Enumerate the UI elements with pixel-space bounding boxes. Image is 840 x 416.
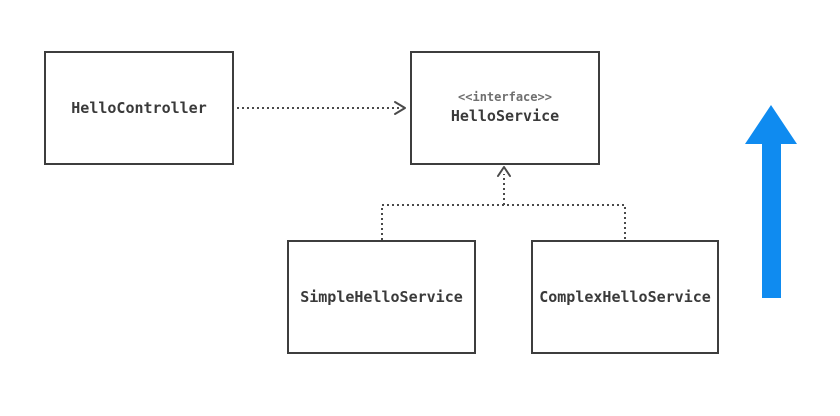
dependency-arrowhead-icon <box>394 101 406 115</box>
node-label: HelloService <box>450 107 560 126</box>
node-label: HelloController <box>71 98 207 117</box>
up-arrow-icon <box>745 105 797 298</box>
node-label: SimpleHelloService <box>300 287 463 306</box>
node-label: ComplexHelloService <box>539 287 711 306</box>
node-stereotype: <<interface>> <box>458 90 552 105</box>
node-simple-hello-service: SimpleHelloService <box>287 240 476 354</box>
realization-arrowhead-icon <box>497 166 511 177</box>
node-complex-hello-service: ComplexHelloService <box>531 240 719 354</box>
node-hello-controller: HelloController <box>44 51 234 165</box>
realization-edge-junction <box>381 204 626 240</box>
node-hello-service: <<interface>> HelloService <box>410 51 600 165</box>
